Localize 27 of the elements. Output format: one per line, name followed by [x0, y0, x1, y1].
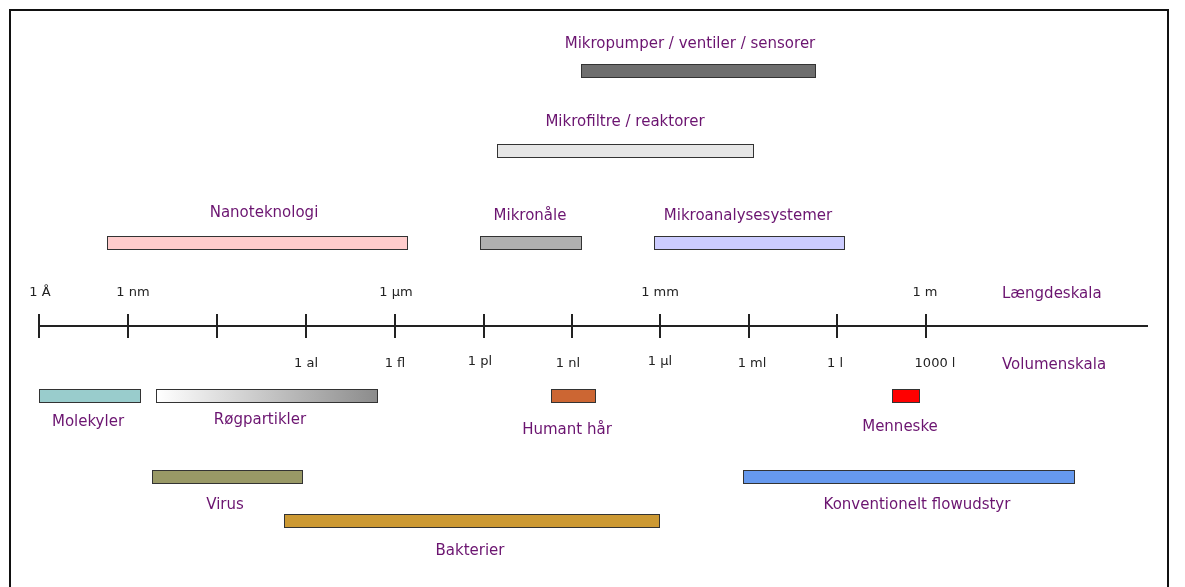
- bar-label: Mikrofiltre / reaktorer: [545, 112, 705, 130]
- bar-label: Nanoteknologi: [209, 203, 319, 221]
- tick-label: 1 Å: [29, 284, 51, 299]
- bar-label: Molekyler: [51, 412, 125, 430]
- tick-label: 1 nl: [555, 355, 581, 370]
- tick-label: 1 pl: [467, 353, 493, 368]
- scale-name: Længdeskala: [1002, 284, 1102, 302]
- tick-label: 1 µl: [647, 353, 673, 368]
- bar-label: Mikroanalysesystemer: [663, 206, 833, 224]
- scale-name: Volumenskala: [1002, 355, 1107, 373]
- tick-label: 1 ml: [737, 355, 767, 370]
- bar-label: Mikronåle: [493, 206, 567, 224]
- tick-label: 1000 l: [914, 355, 956, 370]
- tick-label: 1 m: [912, 284, 938, 299]
- tick-label: 1 mm: [641, 284, 679, 299]
- tick-label: 1 fl: [384, 355, 406, 370]
- tick-label: 1 nm: [116, 284, 150, 299]
- tick-label: 1 l: [827, 355, 843, 370]
- bar-label: Røgpartikler: [213, 410, 307, 428]
- bar-label: Humant hår: [522, 420, 612, 438]
- tick-label: 1 al: [294, 355, 318, 370]
- bar-label: Konventionelt flowudstyr: [823, 495, 1011, 513]
- bar-label: Bakterier: [435, 541, 505, 559]
- bar-label: Mikropumper / ventiler / sensorer: [564, 34, 816, 52]
- bar-label: Virus: [206, 495, 244, 513]
- tick-label: 1 µm: [379, 284, 413, 299]
- bar-label: Menneske: [862, 417, 938, 435]
